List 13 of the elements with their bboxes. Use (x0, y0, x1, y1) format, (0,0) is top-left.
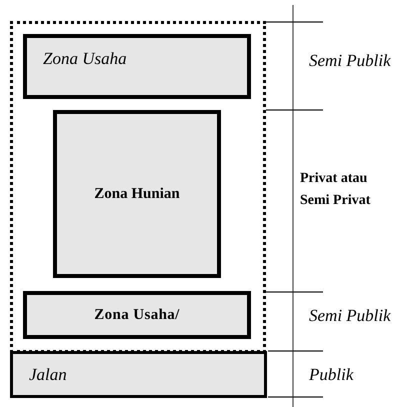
zone-category-label: Privat atau Semi Privat (300, 170, 372, 210)
zone-category-label: Semi Publik (309, 305, 391, 327)
zone-box (10, 351, 267, 398)
zone-box (23, 34, 251, 99)
zone-category-label: Semi Publik (309, 50, 391, 72)
zone-label: Zona Hunian (94, 184, 180, 204)
zone-category-label: Publik (309, 364, 354, 386)
dotted-zone-boundary (10, 21, 266, 353)
zone-label: Zona Usaha/ (94, 306, 180, 325)
zone-label: Zona Usaha (43, 48, 127, 70)
zone-box (23, 291, 251, 339)
zone-box (53, 110, 221, 278)
zone-label: Jalan (29, 364, 67, 386)
